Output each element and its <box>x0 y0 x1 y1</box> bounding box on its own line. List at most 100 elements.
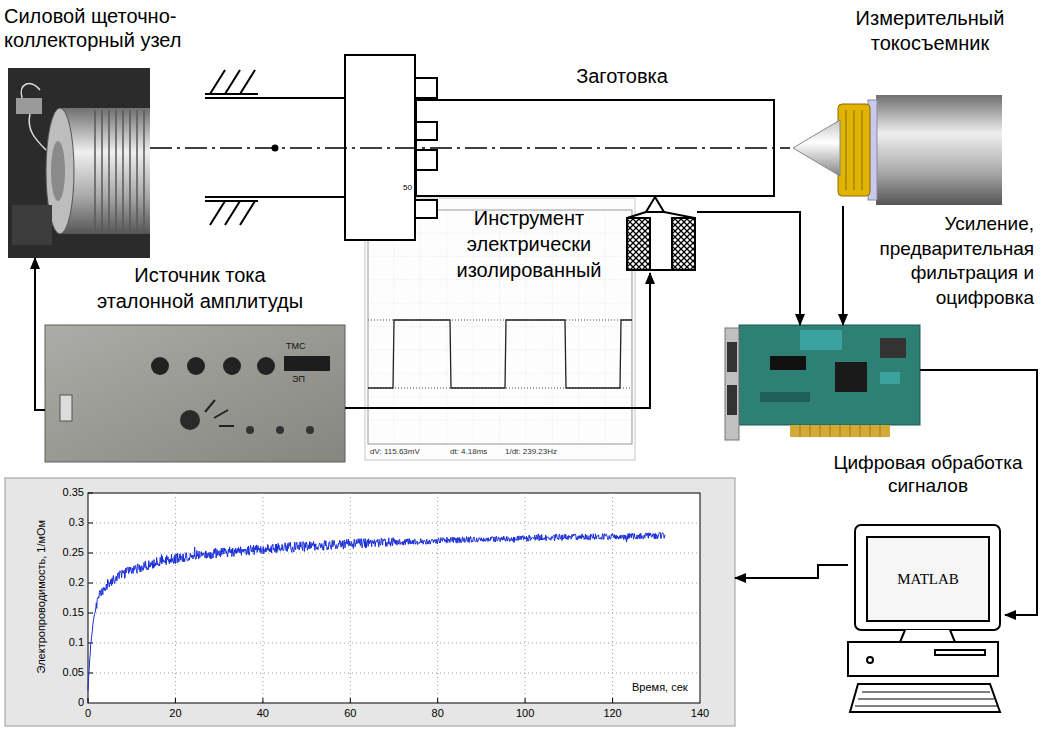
daq-board-photo <box>790 425 890 437</box>
axis-centerline <box>150 147 790 149</box>
tool-drawing <box>627 218 650 270</box>
computer-drawing <box>848 642 998 676</box>
caption: Заготовка <box>522 64 722 88</box>
current-pickup-drawing <box>838 104 870 196</box>
x-tick: 120 <box>595 707 631 720</box>
insulated-tool: Инструмент электрически изолированный <box>625 195 697 273</box>
axis-title: Электропроводимость, 1/мОм <box>35 497 48 697</box>
x-tick: 60 <box>332 707 368 720</box>
current-source-photo <box>246 426 254 434</box>
oscilloscope-readout: 1/dt: 239.23Hz <box>505 447 587 457</box>
signal-arrow <box>697 212 800 325</box>
y-tick: 0.2 <box>46 576 84 589</box>
current-source-photo <box>205 400 234 426</box>
current-source-photo <box>257 357 275 375</box>
brush-unit-photo <box>8 68 150 258</box>
current-source-photo <box>151 357 169 375</box>
computer-drawing <box>935 650 985 655</box>
spindle-sketch <box>205 200 258 202</box>
panel-marking: ЭП <box>292 374 316 385</box>
y-tick: 0.3 <box>46 516 84 529</box>
tool-drawing <box>646 197 664 212</box>
daq-board-photo <box>835 362 867 392</box>
chart-panel <box>5 478 735 726</box>
current-source-photo <box>45 325 345 462</box>
daq-board-photo <box>725 325 920 440</box>
tool-drawing <box>627 197 695 270</box>
signal-arrow <box>842 206 844 325</box>
chuck-sketch <box>415 122 437 140</box>
computer-drawing <box>900 630 955 642</box>
current-pickup-drawing <box>793 120 840 176</box>
daq-board-photo <box>800 330 842 350</box>
caption: Силовой щеточно-коллекторный узел <box>4 4 209 52</box>
x-tick: 40 <box>245 707 281 720</box>
chart-panel <box>5 478 735 726</box>
signal-arrow <box>735 565 848 578</box>
chart-panel <box>88 493 613 703</box>
brush-unit-photo <box>51 141 65 201</box>
daq-board-photo <box>760 392 810 402</box>
oscilloscope-readout: dV: 115.63mV <box>370 447 442 457</box>
brush-collector-unit: Силовой щеточно-коллекторный узел <box>8 68 150 258</box>
daq-board-photo <box>800 425 880 437</box>
y-tick: 0.15 <box>46 606 84 619</box>
conductivity-curve <box>88 532 665 690</box>
brush-unit-photo <box>12 205 52 245</box>
panel-marking: ТМС <box>286 341 320 352</box>
screen-text: MATLAB <box>897 570 959 588</box>
computer-drawing <box>855 692 997 706</box>
computer: Цифровая обработка сигналовMATLAB <box>848 522 1005 717</box>
daq-board-photo <box>727 342 737 372</box>
caption: Источник тока эталонной амплитуды <box>85 262 315 314</box>
daq-board-photo <box>880 338 906 358</box>
daq-board-photo <box>727 385 737 415</box>
chuck-sketch <box>415 200 437 218</box>
conductivity-curve <box>88 532 665 690</box>
current-source-photo <box>284 356 330 371</box>
current-source-photo <box>276 426 284 434</box>
brush-unit-photo <box>16 98 42 114</box>
dimension-mark: 50 <box>403 183 417 193</box>
axis-title: Время, сек <box>632 681 698 694</box>
current-source-photo <box>306 426 314 434</box>
brush-unit-photo <box>95 110 144 232</box>
axis-centerline <box>150 145 790 152</box>
computer-drawing <box>850 684 1000 712</box>
y-tick: 0.1 <box>46 636 84 649</box>
x-tick: 100 <box>507 707 543 720</box>
chuck-sketch <box>415 150 437 170</box>
current-pickup-drawing <box>846 110 862 190</box>
tool-drawing <box>672 218 695 270</box>
spindle-sketch <box>210 70 255 94</box>
tool-drawing <box>627 212 695 270</box>
chart-panel <box>88 493 700 703</box>
chart-panel <box>88 493 700 703</box>
x-tick: 140 <box>682 707 718 720</box>
caption: Измерительный токосъемник <box>825 6 1035 56</box>
daq-board-photo <box>725 328 739 440</box>
caption: Цифровая обработка сигналов <box>828 452 1028 498</box>
conductivity-chart: Электропроводимость, 1/мОмВремя, сек <box>5 478 735 726</box>
spindle-sketch <box>205 97 345 99</box>
caption: Усиление, предварительная фильтрация и о… <box>848 212 1034 311</box>
x-tick: 0 <box>70 707 106 720</box>
current-source-photo <box>60 395 72 421</box>
x-tick: 20 <box>157 707 193 720</box>
oscilloscope-screenshot <box>368 320 632 388</box>
computer-drawing <box>867 657 873 663</box>
signal-arrow <box>345 273 650 408</box>
caption: Инструмент электрически изолированный <box>440 205 618 283</box>
screen-box: MATLAB <box>866 536 990 622</box>
current-pickup-drawing <box>793 95 1002 205</box>
y-tick: 0.25 <box>46 546 84 559</box>
current-pickup: Измерительный токосъемник <box>790 88 1002 206</box>
y-tick: 0 <box>46 696 84 709</box>
brush-unit-photo <box>21 84 46 150</box>
signal-arrow <box>35 258 45 410</box>
current-source-photo <box>187 357 205 375</box>
chuck-sketch <box>415 78 437 98</box>
current-source-photo <box>223 357 241 375</box>
spindle-sketch <box>205 93 258 95</box>
x-tick: 80 <box>420 707 456 720</box>
